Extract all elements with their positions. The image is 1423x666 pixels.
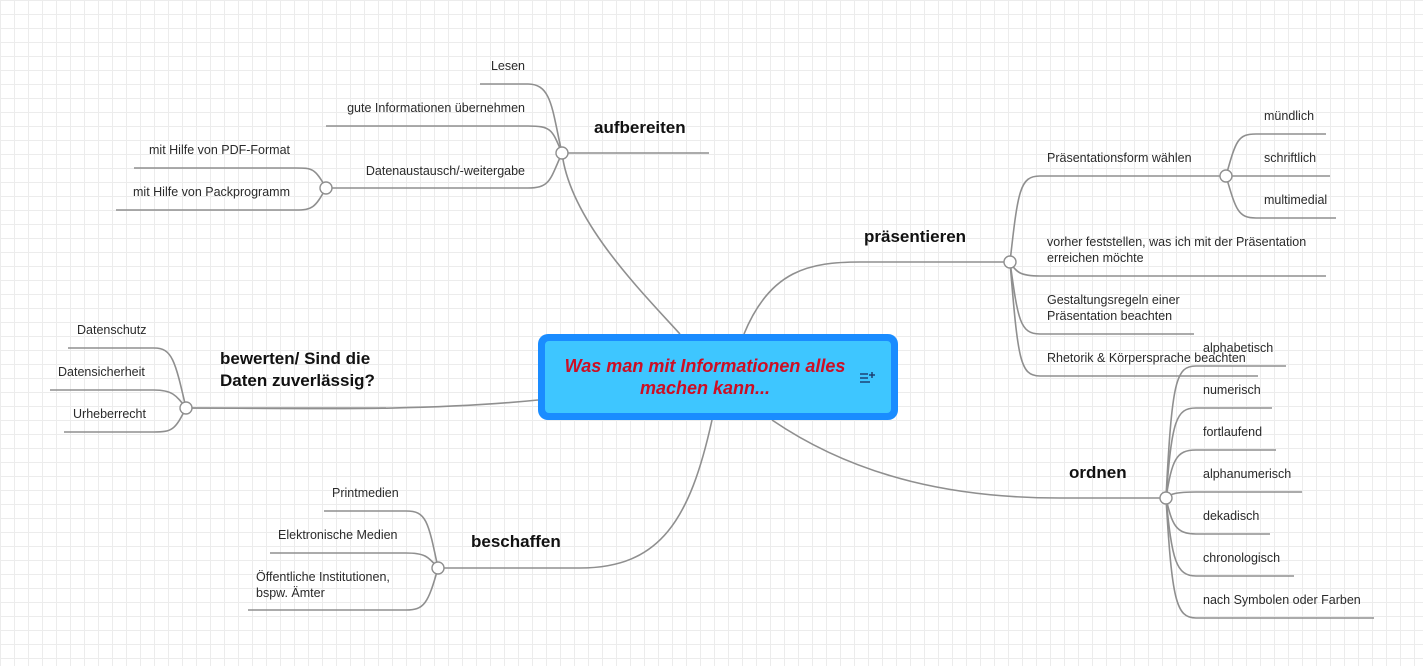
connector-numerisch	[1165, 407, 1272, 499]
collapse-handle-beschaffen[interactable]	[431, 561, 445, 575]
collapse-handle-datenaustausch[interactable]	[319, 181, 333, 195]
connector-rhetorik	[1009, 261, 1258, 377]
connector-praesentationsform	[1009, 175, 1226, 263]
connector-alphabetisch	[1165, 365, 1286, 499]
node-vorher-feststellen[interactable]: vorher feststellen, was ich mit der Präs…	[1047, 235, 1307, 265]
collapse-handle-ordnen[interactable]	[1159, 491, 1173, 505]
connector-printmedien	[324, 510, 439, 569]
node-fortlaufend[interactable]: fortlaufend	[1203, 425, 1263, 439]
collapse-handle-bewerten[interactable]	[179, 401, 193, 415]
node-praesentationsform[interactable]: Präsentationsform wählen	[1047, 151, 1192, 165]
node-rhetorik[interactable]: Rhetorik & Körpersprache beachten	[1047, 351, 1246, 365]
connector-fortlaufend	[1165, 449, 1276, 499]
notes-add-icon[interactable]	[859, 370, 875, 386]
connector-muendlich	[1225, 133, 1326, 177]
collapse-handle-praesentationsform[interactable]	[1219, 169, 1233, 183]
node-multimedial[interactable]: multimedial	[1264, 193, 1328, 207]
branch-ordnen[interactable]: ordnen	[1069, 463, 1127, 482]
collapse-handle-praesentieren[interactable]	[1003, 255, 1017, 269]
node-schriftlich[interactable]: schriftlich	[1264, 151, 1317, 165]
node-gestaltungsregeln[interactable]: Gestaltungsregeln einer Präsentation bea…	[1047, 293, 1180, 323]
connector-chronologisch	[1165, 497, 1294, 577]
collapse-handle-aufbereiten[interactable]	[555, 146, 569, 160]
node-urheberrecht[interactable]: Urheberrecht	[73, 407, 146, 421]
connector-elektronische-medien	[270, 552, 439, 569]
node-dekadisch[interactable]: dekadisch	[1203, 509, 1260, 523]
connector-datenaustausch	[326, 152, 563, 189]
node-datenschutz[interactable]: Datenschutz	[77, 323, 147, 337]
node-pdf-format[interactable]: mit Hilfe von PDF-Format	[149, 143, 290, 157]
connector-beschaffen	[438, 419, 713, 569]
node-gute-informationen[interactable]: gute Informationen übernehmen	[347, 101, 525, 115]
connector-alphanumerisch	[1165, 491, 1302, 499]
central-topic-title: Was man mit Informationen alles machen k…	[564, 356, 846, 398]
node-packprogramm[interactable]: mit Hilfe von Packprogramm	[133, 185, 290, 199]
node-symbole-farben[interactable]: nach Symbolen oder Farben	[1203, 593, 1361, 607]
connector-praesentieren	[743, 261, 1010, 335]
node-lesen[interactable]: Lesen	[490, 59, 525, 73]
connector-datenschutz	[68, 347, 187, 409]
connector-gestaltungsregeln	[1009, 261, 1194, 335]
connector-lesen	[480, 83, 563, 154]
branch-beschaffen[interactable]: beschaffen	[471, 532, 561, 551]
node-chronologisch[interactable]: chronologisch	[1203, 551, 1281, 565]
node-alphanumerisch[interactable]: alphanumerisch	[1203, 467, 1292, 481]
central-topic[interactable]: Was man mit Informationen alles machen k…	[538, 334, 898, 420]
node-alphabetisch[interactable]: alphabetisch	[1203, 341, 1274, 355]
node-elektronische-medien[interactable]: Elektronische Medien	[278, 528, 398, 542]
central-topic-inner: Was man mit Informationen alles machen k…	[545, 341, 891, 413]
node-printmedien[interactable]: Printmedien	[332, 486, 399, 500]
connector-oeffentliche	[248, 567, 439, 611]
connector-ordnen	[771, 419, 1166, 499]
node-oeffentliche-institutionen[interactable]: Öffentliche Institutionen, bspw. Ämter	[256, 570, 390, 600]
node-datensicherheit[interactable]: Datensicherheit	[58, 365, 145, 379]
node-muendlich[interactable]: mündlich	[1264, 109, 1315, 123]
connector-urheberrecht	[64, 407, 187, 433]
branch-aufbereiten[interactable]: aufbereiten	[594, 118, 686, 137]
node-numerisch[interactable]: numerisch	[1203, 383, 1261, 397]
node-datenaustausch[interactable]: Datenaustausch/-weitergabe	[365, 164, 525, 178]
branch-praesentieren[interactable]: präsentieren	[864, 227, 967, 246]
connector-dekadisch	[1165, 497, 1270, 535]
branch-bewerten[interactable]: bewerten/ Sind die Daten zuverlässig?	[220, 349, 375, 390]
connector-gute-informationen	[326, 125, 563, 154]
connector-symbole	[1165, 497, 1374, 619]
connector-aufbereiten	[561, 152, 681, 335]
connector-multimedial	[1225, 175, 1336, 219]
